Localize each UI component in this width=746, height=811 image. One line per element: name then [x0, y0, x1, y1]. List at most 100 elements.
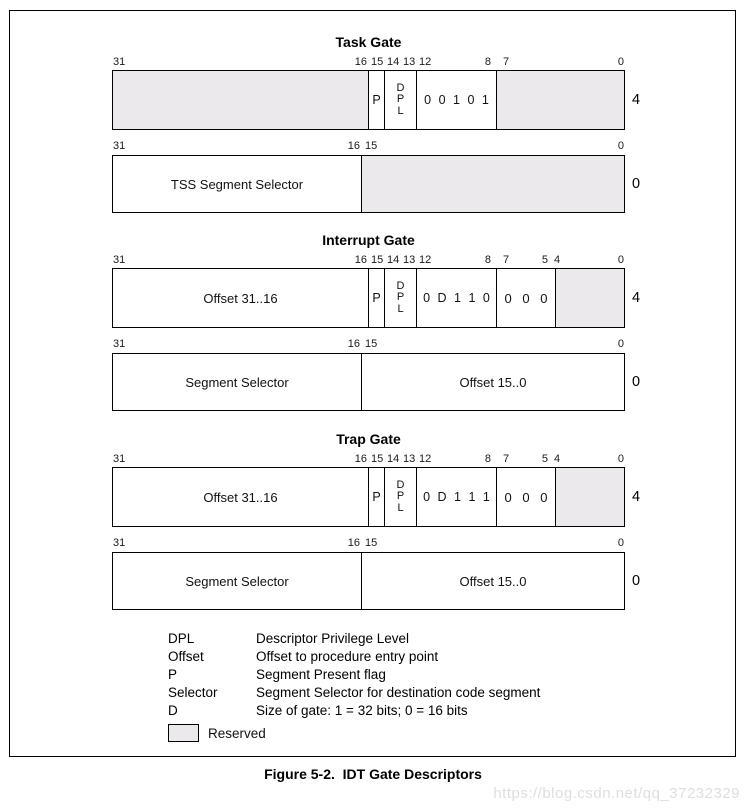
- bit-tick: 8: [484, 453, 491, 465]
- bit-tick: 31: [113, 537, 126, 549]
- legend-definition: Segment Present flag: [256, 667, 386, 682]
- field-label: Offset 31..16: [203, 290, 278, 306]
- bit-tick: 8: [484, 56, 491, 68]
- legend-term: DPL: [168, 631, 195, 646]
- type-bits-value: 0 D 1 1 0: [423, 291, 490, 305]
- dpl-letter: D: [396, 81, 405, 94]
- bit-tick: 4: [554, 453, 561, 465]
- bit-tick: 14: [387, 56, 400, 68]
- bit-tick: 0: [617, 254, 624, 266]
- field-type-bits: 0 D 1 1 1: [416, 468, 496, 526]
- bit-tick: 15: [365, 537, 378, 549]
- field-label: Offset 15..0: [459, 374, 527, 390]
- trap-gate-dword-high: Offset 31..16 P D P L 0 D 1 1 1 0 0 0: [112, 467, 625, 527]
- field-reserved: [113, 71, 368, 129]
- field-label: Segment Selector: [185, 573, 289, 589]
- dpl-letter: L: [397, 104, 404, 117]
- bit-tick: 16: [347, 140, 360, 152]
- field-reserved: [555, 468, 624, 526]
- legend-definition: Descriptor Privilege Level: [256, 631, 410, 646]
- field-p: P: [368, 468, 384, 526]
- legend-entry: Selector Segment Selector for destinatio…: [168, 684, 540, 702]
- legend: DPL Descriptor Privilege Level Offset Of…: [168, 630, 540, 720]
- field-label: Offset 31..16: [203, 489, 278, 505]
- field-label: Offset 15..0: [459, 573, 527, 589]
- bit-tick: 31: [113, 56, 126, 68]
- field-segment-selector: Segment Selector: [113, 553, 361, 609]
- field-reserved: [496, 71, 624, 129]
- legend-definition: Size of gate: 1 = 32 bits; 0 = 16 bits: [256, 703, 468, 718]
- bit-tick: 7: [503, 453, 510, 465]
- type-bits-value: 0 0 1 0 1: [424, 93, 489, 107]
- watermark-text: https://blog.csdn.net/qq_37232329: [493, 785, 740, 802]
- dpl-letter: D: [396, 279, 405, 292]
- field-p: P: [368, 71, 384, 129]
- legend-definition: Segment Selector for destination code se…: [256, 685, 541, 700]
- bit-tick: 13: [403, 56, 416, 68]
- byte-offset-label: 4: [632, 489, 641, 505]
- bit-tick: 13: [403, 254, 416, 266]
- field-reserved: [361, 156, 624, 212]
- field-zero-bits: 0 0 0: [496, 269, 555, 327]
- legend-entry: D Size of gate: 1 = 32 bits; 0 = 16 bits: [168, 702, 540, 720]
- bit-tick: 16: [354, 254, 367, 266]
- field-tss-selector: TSS Segment Selector: [113, 156, 361, 212]
- bit-index-row: 31 16 15 14 13 12 8 7 5 4 0: [112, 451, 625, 465]
- bit-tick: 0: [617, 338, 624, 350]
- bit-tick: 15: [365, 140, 378, 152]
- bit-tick: 13: [403, 453, 416, 465]
- dpl-letter: L: [397, 302, 404, 315]
- bit-index-row: 31 16 15 0: [112, 535, 625, 549]
- bit-tick: 12: [419, 254, 432, 266]
- byte-offset-label: 0: [632, 374, 641, 390]
- field-offset-high: Offset 31..16: [113, 269, 368, 327]
- bit-tick: 31: [113, 338, 126, 350]
- byte-offset-label: 0: [632, 573, 641, 589]
- zero-bits-value: 0 0 0: [504, 290, 548, 306]
- bit-tick: 16: [354, 56, 367, 68]
- bit-tick: 12: [419, 56, 432, 68]
- bit-tick: 15: [365, 338, 378, 350]
- dpl-letter: D: [396, 478, 405, 491]
- gate-title-trap: Trap Gate: [336, 431, 401, 447]
- bit-tick: 0: [617, 537, 624, 549]
- bit-tick: 31: [113, 453, 126, 465]
- field-reserved: [555, 269, 624, 327]
- gate-title-task: Task Gate: [335, 34, 402, 50]
- field-dpl: D P L: [384, 468, 416, 526]
- dpl-letter: P: [396, 490, 405, 503]
- figure-frame: [9, 10, 736, 757]
- bit-tick: 0: [617, 140, 624, 152]
- field-dpl: D P L: [384, 269, 416, 327]
- p-flag-label: P: [372, 93, 381, 107]
- field-segment-selector: Segment Selector: [113, 354, 361, 410]
- field-label: Segment Selector: [185, 374, 289, 390]
- field-label: TSS Segment Selector: [170, 176, 304, 192]
- bit-tick: 15: [371, 56, 384, 68]
- reserved-label: Reserved: [208, 725, 266, 741]
- legend-term: P: [168, 667, 178, 682]
- bit-tick: 0: [617, 453, 624, 465]
- field-type-bits: 0 0 1 0 1: [416, 71, 496, 129]
- bit-tick: 15: [371, 453, 384, 465]
- legend-entry: DPL Descriptor Privilege Level: [168, 630, 540, 648]
- dpl-letter: P: [396, 291, 405, 304]
- field-offset-low: Offset 15..0: [361, 553, 624, 609]
- reserved-swatch: [168, 724, 199, 742]
- bit-tick: 16: [347, 338, 360, 350]
- byte-offset-label: 0: [632, 176, 641, 192]
- bit-index-row: 31 16 15 0: [112, 336, 625, 350]
- reserved-key: Reserved: [168, 724, 266, 742]
- trap-gate-dword-low: Segment Selector Offset 15..0: [112, 552, 625, 610]
- legend-term: D: [168, 703, 178, 718]
- interrupt-gate-dword-high: Offset 31..16 P D P L 0 D 1 1 0 0 0 0: [112, 268, 625, 328]
- bit-tick: 8: [484, 254, 491, 266]
- field-offset-low: Offset 15..0: [361, 354, 624, 410]
- figure-caption: Figure 5-2. IDT Gate Descriptors: [264, 766, 482, 782]
- gate-title-interrupt: Interrupt Gate: [322, 232, 415, 248]
- legend-entry: P Segment Present flag: [168, 666, 540, 684]
- dpl-letter: P: [396, 93, 405, 106]
- bit-index-row: 31 16 15 14 13 12 8 7 0: [112, 54, 625, 68]
- bit-index-row: 31 16 15 14 13 12 8 7 5 4 0: [112, 252, 625, 266]
- zero-bits-value: 0 0 0: [504, 489, 548, 505]
